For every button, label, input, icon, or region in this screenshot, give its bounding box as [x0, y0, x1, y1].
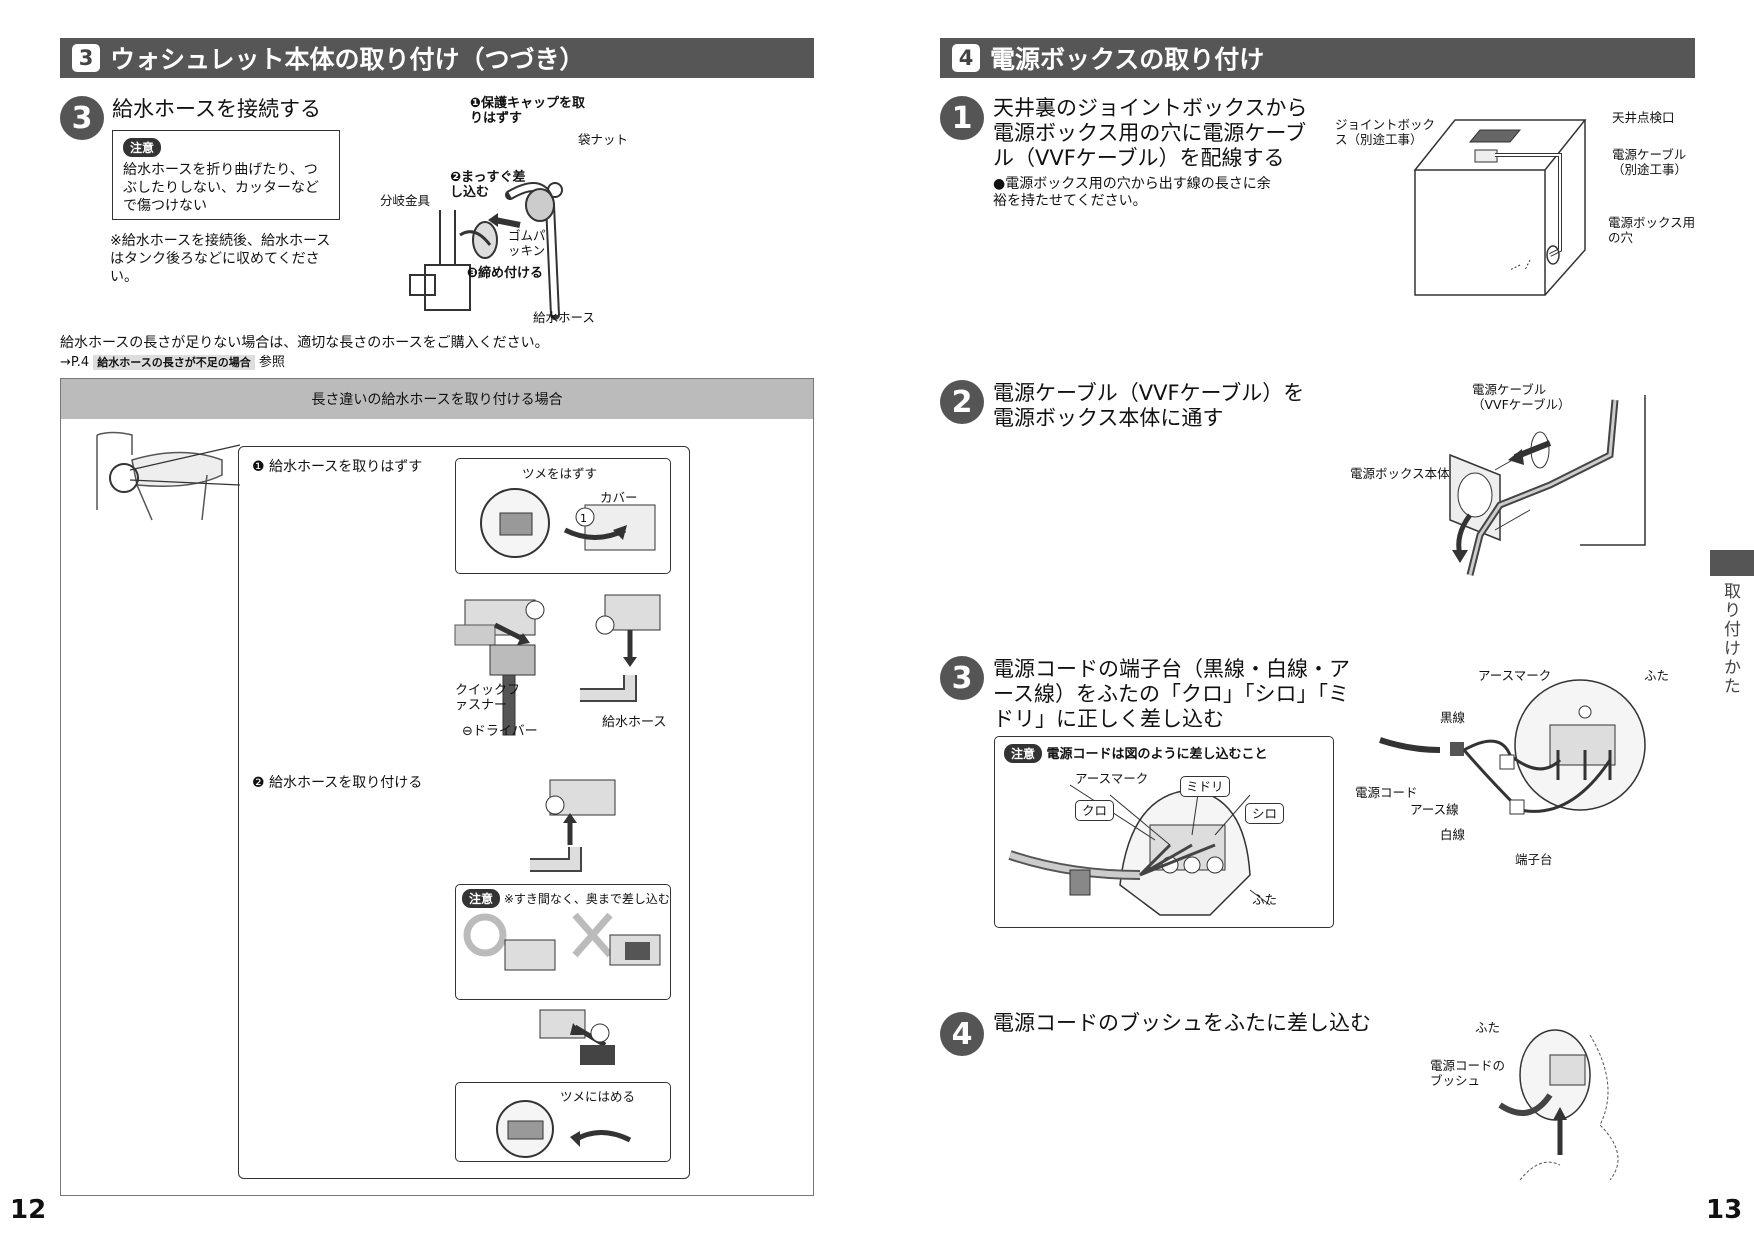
wiring-caution-text: 電源コードは図のように差し込むこと: [1046, 747, 1268, 762]
label-ceiling-hatch: 天井点検口: [1612, 110, 1675, 125]
detail-step1: ❶ 給水ホースを取りはずす: [252, 459, 423, 475]
label-driver: ⊖ドライバー: [462, 724, 538, 739]
label-joint-box: ジョイントボックス（別途工事）: [1335, 117, 1436, 147]
label-branch: 分岐金具: [380, 193, 431, 208]
page-number-left: 12: [10, 1195, 47, 1225]
section-header-4: 4 電源ボックスの取り付け: [940, 38, 1695, 78]
label-tsume-fit: ツメにはめる: [560, 1089, 636, 1104]
step-number: 4: [940, 1012, 984, 1056]
label-futa-bush: ふた: [1475, 1020, 1501, 1035]
section-header-3: 3 ウォシュレット本体の取り付け（つづき）: [60, 38, 814, 78]
cover-terminal-illustration: [1379, 679, 1646, 815]
label-power-box-body: 電源ボックス本体: [1350, 466, 1450, 481]
label-earth-mark: アースマーク: [1478, 668, 1552, 683]
page-number-right: 13: [1706, 1195, 1743, 1225]
svg-text:1: 1: [580, 512, 587, 525]
caution-box: 注意 給水ホースを折り曲げたり、つぶしたりしない、カッターなどで傷つけない: [112, 130, 340, 220]
ceiling-box-illustration: [1413, 119, 1587, 296]
callout-lines: [129, 444, 241, 486]
step-title: 天井裏のジョイントボックスから電源ボックス用の穴に電源ケーブル（VVFケーブル）…: [993, 96, 1308, 170]
section-title: 電源ボックスの取り付け: [990, 45, 1265, 74]
label-power-cord: 電源コード: [1355, 785, 1418, 800]
hose-attach-illustration: [530, 779, 616, 872]
panel-caution-text: ※すき間なく、奥まで差し込む: [503, 892, 670, 906]
subbox-caution: [455, 884, 671, 1000]
subbox-tsume-fit: [455, 1082, 671, 1162]
label-midori: ミドリ: [1180, 776, 1230, 797]
section-title: ウォシュレット本体の取り付け（つづき）: [110, 45, 585, 74]
long-hose-panel: 長さ違いの給水ホースを取り付ける場合: [60, 378, 814, 1196]
short-hose-note: 給水ホースの長さが足りない場合は、適切な長さのホースをご購入ください。: [60, 335, 549, 351]
label-hose: 給水ホース: [533, 310, 595, 325]
label-futa: ふた: [1644, 668, 1670, 683]
tsume-fit-illustration: [496, 1100, 632, 1158]
label-panel-hose: 給水ホース: [602, 715, 667, 730]
step-title: 電源コードのブッシュをふたに差し込む: [993, 1011, 1371, 1035]
label-cord-bush: 電源コードのブッシュ: [1430, 1058, 1506, 1088]
label-earth-line: アース線: [1410, 802, 1459, 817]
label-terminal-block: 端子台: [1515, 852, 1553, 867]
correct-incorrect-illustration: [463, 912, 661, 971]
caution-box-wiring: [994, 736, 1334, 928]
subbox-tsume-remove: [455, 458, 671, 574]
label-kuro: クロ: [1075, 800, 1115, 821]
ref-tag[interactable]: 給水ホースの長さが不足の場合: [93, 355, 255, 370]
hose-connection-illustration: [409, 182, 563, 320]
toilet-sketch: [96, 431, 223, 521]
step-number: 1: [940, 96, 984, 140]
caution-text: 給水ホースを折り曲げたり、つぶしたりしない、カッターなどで傷つけない: [123, 162, 319, 214]
step-number: 3: [60, 96, 104, 140]
caution-badge: 注意: [123, 138, 162, 157]
panel-header: 長さ違いの給水ホースを取り付ける場合: [61, 379, 813, 419]
tsume-remove-illustration: 1: [480, 488, 656, 558]
label-tighten: ❸締め付ける: [467, 266, 544, 281]
label-vvf-cable: 電源ケーブル（VVFケーブル）: [1472, 382, 1571, 412]
hose-note: ※給水ホースを接続後、給水ホースはタンク後ろなどに収めてください。: [110, 233, 331, 285]
wiring-caution: 注意 電源コードは図のように差し込むこと: [1004, 743, 1268, 763]
step-title: 給水ホースを接続する: [112, 97, 321, 121]
panel-caution: 注意 ※すき間なく、奥まで差し込む: [462, 889, 670, 908]
wiring-caution-badge: 注意: [1004, 744, 1043, 763]
ref-suffix: 参照: [258, 355, 285, 370]
label-white-line: 白線: [1440, 827, 1466, 842]
panel-caution-badge: 注意: [462, 889, 501, 908]
ref-prefix: →P.4: [60, 355, 90, 370]
detail-step2: ❷ 給水ホースを取り付ける: [252, 775, 423, 791]
label-nut: 袋ナット: [578, 132, 629, 147]
label-gasket: ゴムパッキン: [508, 228, 546, 258]
chapter-tab-label: 取り付けかた: [1720, 582, 1740, 696]
label-black-line: 黒線: [1440, 710, 1466, 725]
step-title: 電源コードの端子台（黒線・白線・アース線）をふたの「クロ」「シロ」「ミドリ」に正…: [993, 657, 1350, 731]
cable-through-box-illustration: [1449, 395, 1646, 576]
label-earth-mark-box: アースマーク: [1075, 771, 1149, 786]
label-quick-fastener: クイックファスナー: [455, 683, 521, 713]
label-tsume-remove: ツメをはずす: [522, 466, 598, 481]
chapter-tab: [1710, 550, 1754, 576]
step-title: 電源ケーブル（VVFケーブル）を電源ボックス本体に通す: [993, 381, 1305, 430]
step-number: 2: [940, 380, 984, 424]
terminal-wiring-illustration: [1008, 779, 1271, 916]
label-power-cable: 電源ケーブル（別途工事）: [1612, 147, 1688, 177]
label-cover: カバー: [600, 490, 638, 505]
detail-box: [238, 446, 690, 1179]
label-futa-box: ふた: [1252, 892, 1278, 907]
label-remove-cap: ❶保護キャップを取りはずす: [470, 96, 586, 126]
reference-line: →P.4 給水ホースの長さが不足の場合 参照: [60, 351, 285, 370]
label-insert: ❷まっすぐ差し込む: [450, 170, 526, 200]
label-shiro: シロ: [1245, 803, 1285, 824]
quick-fastener-illustration: [454, 594, 661, 736]
step1-note: ●電源ボックス用の穴から出す線の長さに余裕を持たせてください。: [993, 176, 1271, 209]
section-number: 4: [952, 44, 980, 72]
bushing-illustration: [1498, 1029, 1619, 1181]
label-power-box-hole: 電源ボックス用の穴: [1608, 215, 1696, 245]
tsume-fit-arrow-illustration: [539, 1009, 615, 1065]
section-number: 3: [72, 44, 100, 72]
step-number: 3: [940, 656, 984, 700]
